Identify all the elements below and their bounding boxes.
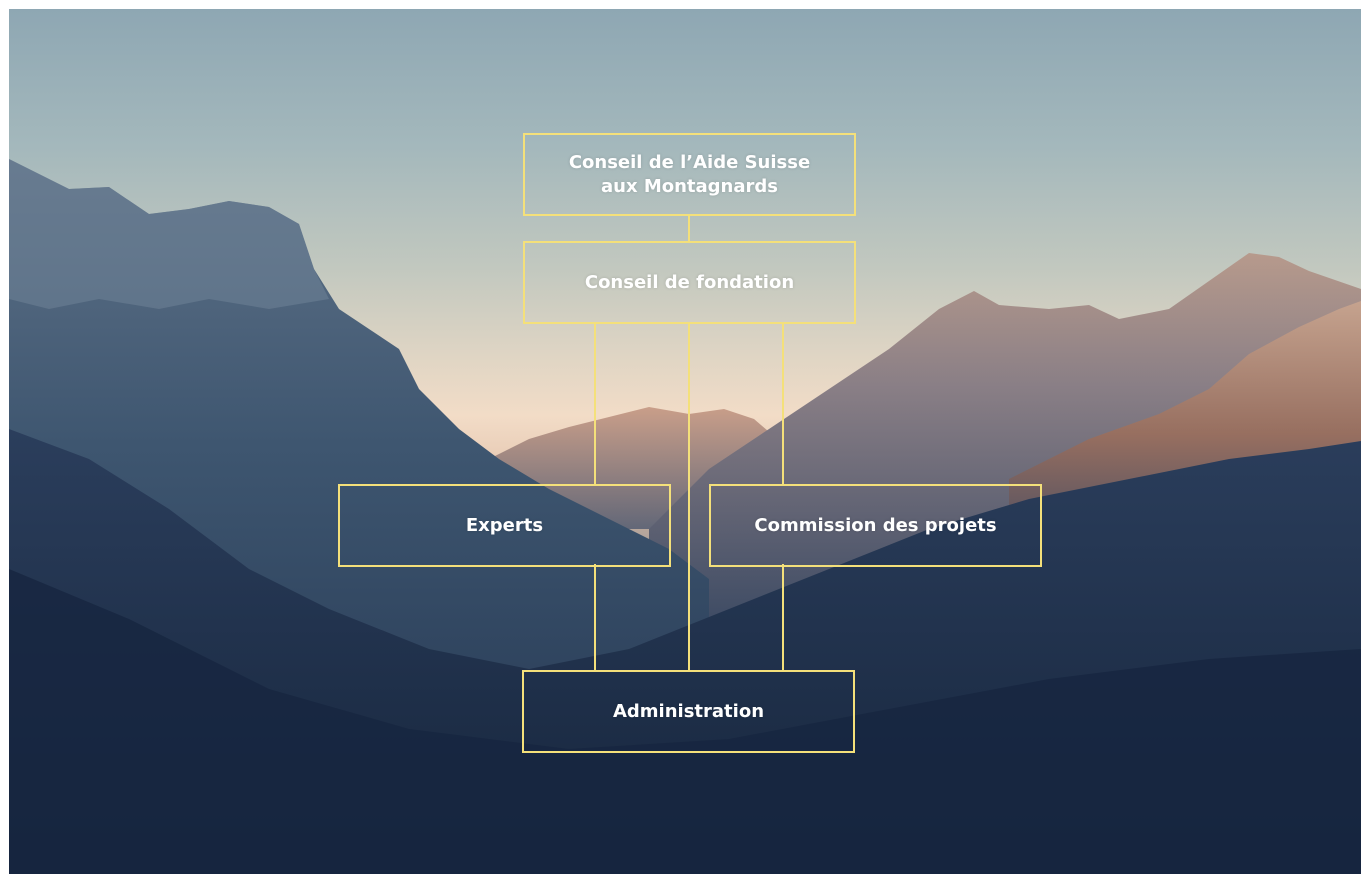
node-experts-label: Experts bbox=[465, 514, 544, 536]
connector-commission-to-administration bbox=[782, 564, 784, 672]
node-conseil-aide-suisse-label: Conseil de l’Aide Suisse aux Montagnards bbox=[568, 151, 811, 197]
node-conseil-de-fondation-label: Conseil de fondation bbox=[584, 271, 795, 293]
connector-board-to-experts bbox=[594, 322, 596, 486]
diagram-canvas bbox=[9, 9, 1361, 874]
node-administration-label: Administration bbox=[612, 700, 765, 722]
mountain-landscape-icon bbox=[9, 159, 1361, 874]
connector-board-to-commission bbox=[782, 322, 784, 486]
node-experts: Experts bbox=[338, 484, 671, 567]
connector-experts-to-administration bbox=[594, 564, 596, 672]
node-administration: Administration bbox=[522, 670, 855, 753]
connector-board-to-administration bbox=[688, 322, 690, 672]
node-conseil-de-fondation: Conseil de fondation bbox=[523, 241, 856, 324]
node-commission-des-projets-label: Commission des projets bbox=[754, 514, 997, 536]
node-conseil-aide-suisse: Conseil de l’Aide Suisse aux Montagnards bbox=[523, 133, 856, 216]
connector-top-to-board bbox=[688, 214, 690, 242]
node-commission-des-projets: Commission des projets bbox=[709, 484, 1042, 567]
